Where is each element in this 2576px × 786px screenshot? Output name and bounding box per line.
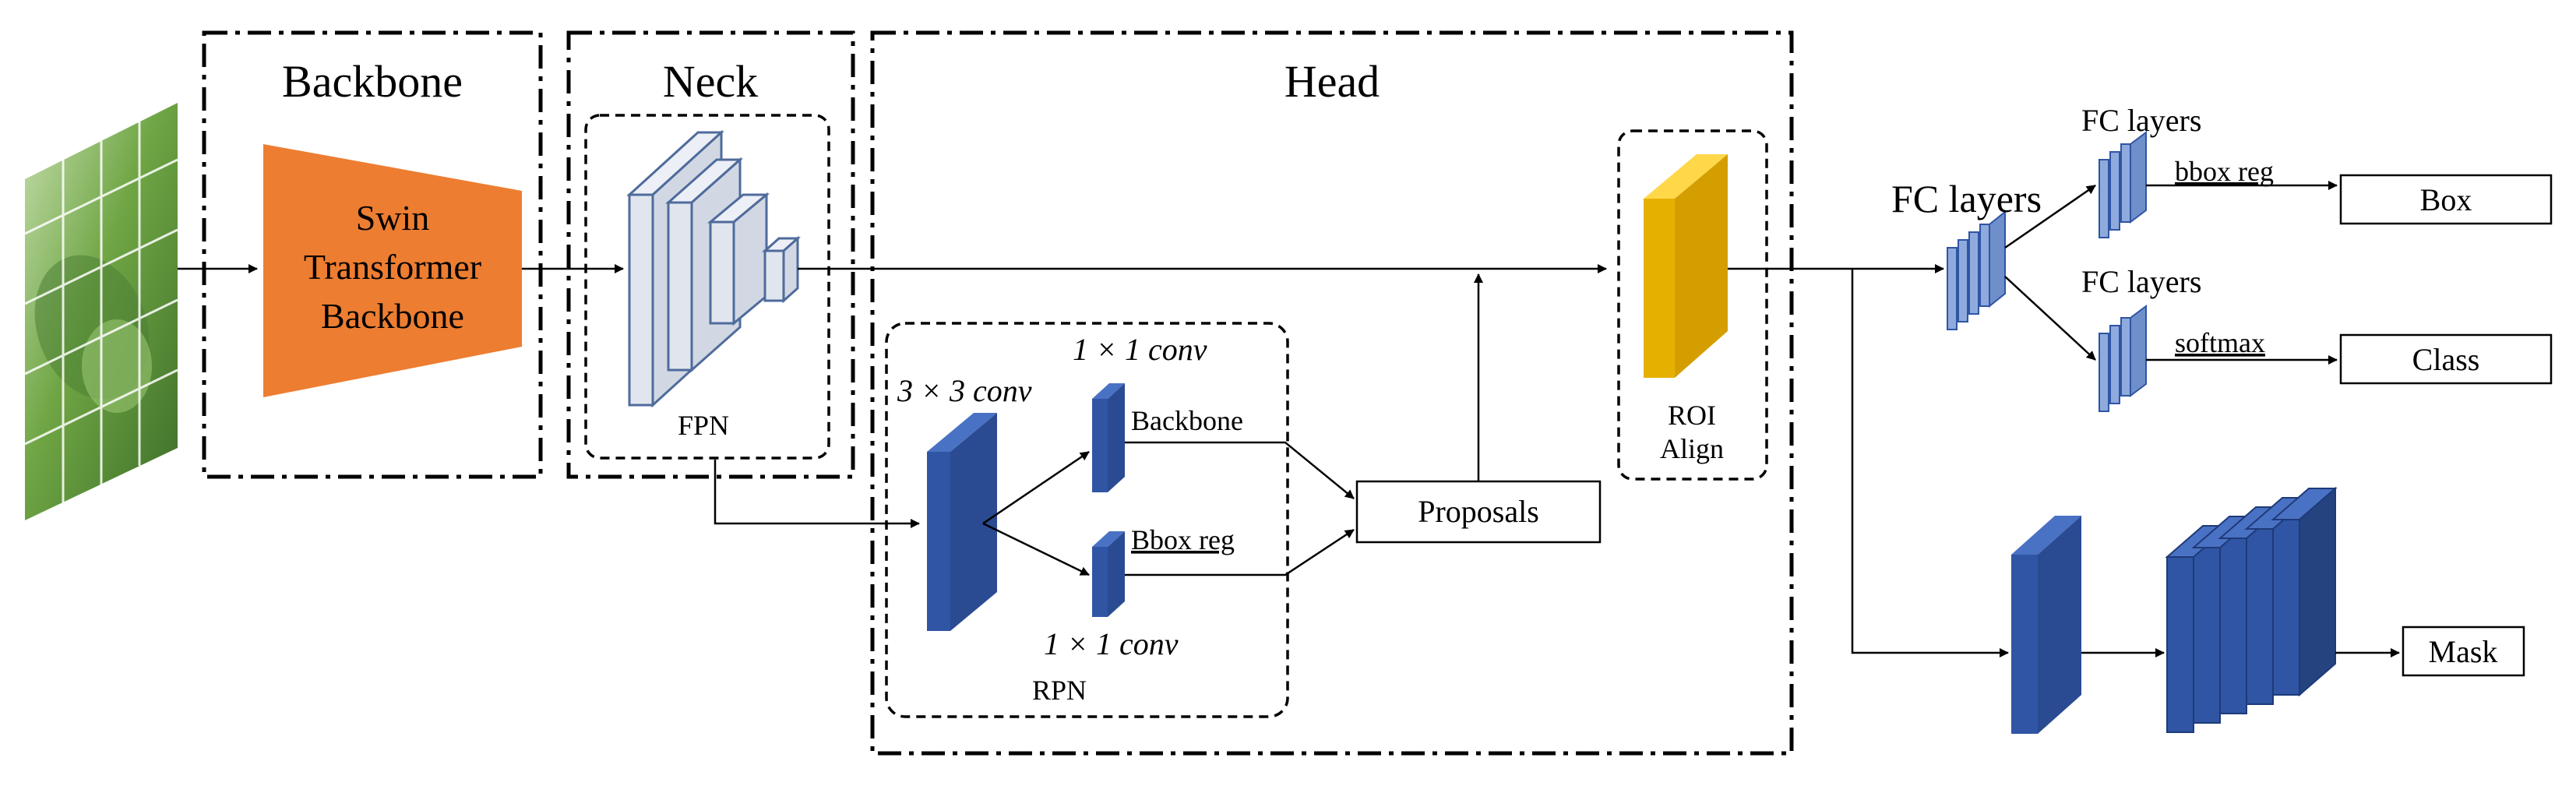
conv1-top-label: 1 × 1 conv [1073,332,1207,367]
backbone-frame [202,30,543,479]
backbone-line2: Transformer [304,247,481,287]
box-output-label: Box [2420,182,2472,217]
fc-bottom-label: FC layers [2081,264,2201,299]
roi-frame [1617,129,1768,481]
bbox-reg-edge-label: bbox reg [2175,156,2274,187]
backbone-line1: Swin [356,198,430,238]
roi-line1: ROI [1668,400,1716,431]
softmax-edge-label: softmax [2175,327,2265,358]
conv1-top-block [1092,383,1125,492]
head-title: Head [1284,56,1380,107]
swin-backbone-block [263,144,522,397]
proposals-box [1355,480,1602,544]
fpn-label: FPN [678,410,729,441]
fpn-pyramid-icon [626,129,801,408]
proposals-label: Proposals [1418,494,1539,529]
backbone-title: Backbone [282,56,463,107]
neck-title: Neck [663,56,758,107]
branch-bboxreg-label: Bbox reg [1131,524,1235,555]
head-frame [870,30,1794,756]
conv3-label: 3 × 3 conv [897,373,1032,408]
class-output-label: Class [2412,342,2480,377]
class-output [2339,333,2553,385]
mask-stack-block [2165,486,2338,733]
conv1-bottom-block [1092,531,1125,617]
branch-backbone-label: Backbone [1131,405,1243,436]
roi-line2: Align [1660,433,1724,464]
fc-main-block [1947,210,2006,330]
conv3-block [927,413,997,631]
connectors [178,181,2400,657]
neck-frame [566,30,855,479]
rpn-frame [885,322,1289,718]
conv1-bottom-label: 1 × 1 conv [1044,626,1179,661]
fc-top-label: FC layers [2081,103,2201,138]
rpn-label: RPN [1032,675,1087,706]
fc-top-block [2099,131,2147,238]
backbone-line3: Backbone [321,296,464,336]
input-image [24,103,178,520]
mask-conv-block [2011,516,2081,734]
mask-output-label: Mask [2429,634,2498,669]
fc-main-label: FC layers [1891,177,2042,220]
mask-output [2402,626,2525,677]
fc-bottom-block [2099,305,2147,412]
box-output [2339,174,2553,225]
roi-align-block [1644,154,1728,378]
fpn-frame [584,114,830,460]
